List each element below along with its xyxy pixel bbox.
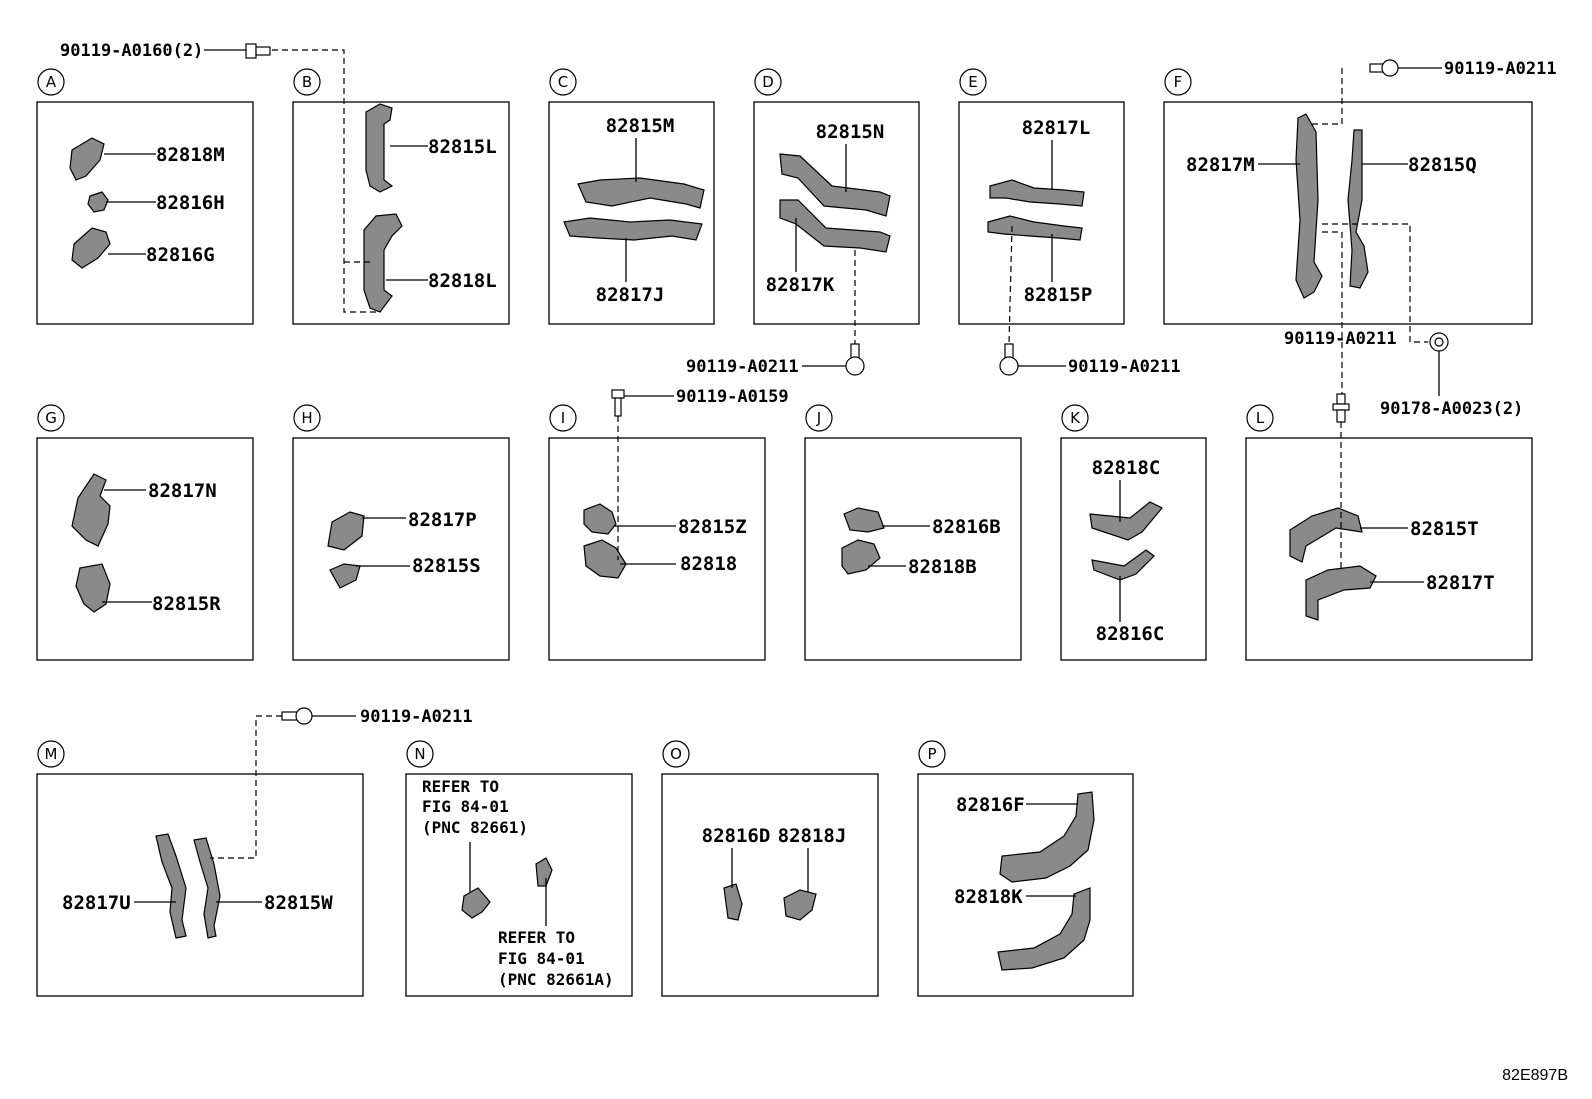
part-label: 82815P	[1024, 284, 1093, 306]
part-label: 82817T	[1426, 572, 1495, 594]
ref-note-line: FIG 84-01	[422, 797, 509, 816]
svg-text:P: P	[927, 745, 936, 763]
bolt-label: 90119-A0160(2)	[60, 41, 203, 61]
bolt-icon	[1429, 332, 1449, 352]
svg-text:F: F	[1174, 73, 1183, 91]
part-label: 82818C	[1092, 457, 1161, 479]
bolt-label: 90119-A0159	[676, 387, 789, 407]
part-label: 82817U	[62, 892, 131, 914]
svg-text:N: N	[414, 745, 425, 763]
section-letter-f: F	[1164, 68, 1192, 96]
part-label: 82815T	[1410, 518, 1479, 540]
section-letter-j: J	[805, 404, 833, 432]
part-label: 82818K	[954, 886, 1023, 908]
part-label: 82815Q	[1408, 154, 1477, 176]
bolt-label: 90119-A0211	[1284, 329, 1397, 349]
part-label: 82818L	[428, 270, 497, 292]
bolt-label: 90119-A0211	[1444, 59, 1557, 79]
part-label: 82818B	[908, 556, 977, 578]
leader-lines	[102, 49, 1442, 926]
dashed-lines	[210, 49, 1428, 859]
svg-text:E: E	[968, 73, 977, 91]
part-label: 82815W	[264, 892, 333, 914]
section-letter-m: M	[37, 740, 65, 768]
part-label: 82816B	[932, 516, 1001, 538]
part-label: 82815Z	[678, 516, 747, 538]
part-label: 82816D	[702, 825, 771, 847]
part-labels: 82818M 82816H 82816G 82815L 82818L 82815…	[62, 115, 1495, 914]
part-label: 82818	[680, 553, 737, 575]
svg-text:C: C	[558, 73, 568, 91]
section-letter-g: G	[37, 404, 65, 432]
bolt-icon	[245, 43, 271, 59]
bolt-label: 90119-A0211	[360, 707, 473, 727]
svg-text:L: L	[1256, 409, 1265, 427]
part-label: 82815M	[606, 115, 675, 137]
part-label: 82817L	[1022, 117, 1091, 139]
part-label: 82817N	[148, 480, 217, 502]
bolt-icon	[281, 707, 313, 725]
bolt-icon	[1332, 393, 1350, 423]
section-letter-h: H	[293, 404, 321, 432]
section-letter-k: K	[1061, 404, 1089, 432]
svg-text:D: D	[762, 73, 774, 91]
part-label: 82817J	[596, 284, 665, 306]
bolt-icon	[611, 389, 625, 417]
section-letter-a: A	[37, 68, 65, 96]
part-label: 82817M	[1186, 154, 1255, 176]
bolt-icon	[845, 343, 865, 376]
svg-text:K: K	[1070, 409, 1081, 427]
bolt-icon	[999, 343, 1019, 376]
svg-text:O: O	[670, 745, 682, 763]
section-frames	[36, 101, 1533, 997]
part-label: 82816H	[156, 192, 225, 214]
svg-text:M: M	[45, 745, 58, 763]
part-label: 82815N	[816, 121, 885, 143]
part-label: 82816G	[146, 244, 215, 266]
section-letter-d: D	[754, 68, 782, 96]
bolt-icon	[1369, 59, 1399, 77]
bolt-label: 90178-A0023(2)	[1380, 399, 1523, 419]
part-label: 82818M	[156, 144, 225, 166]
section-letter-l: L	[1246, 404, 1274, 432]
part-label: 82815S	[412, 555, 481, 577]
ref-note-line: REFER TO	[422, 777, 499, 796]
part-label: 82815L	[428, 136, 497, 158]
bolt-label: 90119-A0211	[1068, 357, 1181, 377]
section-letter-p: P	[918, 740, 946, 768]
bolt-labels: 90119-A0160(2) 90119-A0211 90119-A0211 9…	[60, 41, 1557, 727]
section-letter-b: B	[293, 68, 321, 96]
part-label: 82815R	[152, 593, 221, 615]
part-label: 82817K	[766, 274, 835, 296]
bolt-label: 90119-A0211	[686, 357, 799, 377]
ref-note-line: (PNC 82661)	[422, 818, 528, 837]
ref-note-line: REFER TO	[498, 928, 575, 947]
svg-text:J: J	[816, 409, 821, 427]
ref-note-line: FIG 84-01	[498, 949, 585, 968]
svg-text:H: H	[301, 409, 312, 427]
part-label: 82816C	[1096, 623, 1165, 645]
svg-text:G: G	[45, 409, 57, 427]
svg-text:A: A	[46, 73, 57, 91]
section-letter-i: I	[549, 404, 577, 432]
part-label: 82817P	[408, 509, 477, 531]
diagram-id: 82E897B	[1502, 1067, 1568, 1084]
svg-text:B: B	[302, 73, 312, 91]
section-letter-n: N	[406, 740, 434, 768]
part-label: 82818J	[778, 825, 847, 847]
part-label: 82816F	[956, 794, 1025, 816]
section-letters: A B C D E F G H I J K L M N O P	[37, 68, 1274, 768]
section-letter-e: E	[959, 68, 987, 96]
svg-text:I: I	[561, 409, 565, 427]
section-letter-c: C	[549, 68, 577, 96]
ref-note-line: (PNC 82661A)	[498, 970, 614, 989]
section-letter-o: O	[662, 740, 690, 768]
reference-notes: REFER TO FIG 84-01 (PNC 82661) REFER TO …	[422, 777, 614, 989]
part-drawings	[69, 103, 1377, 971]
